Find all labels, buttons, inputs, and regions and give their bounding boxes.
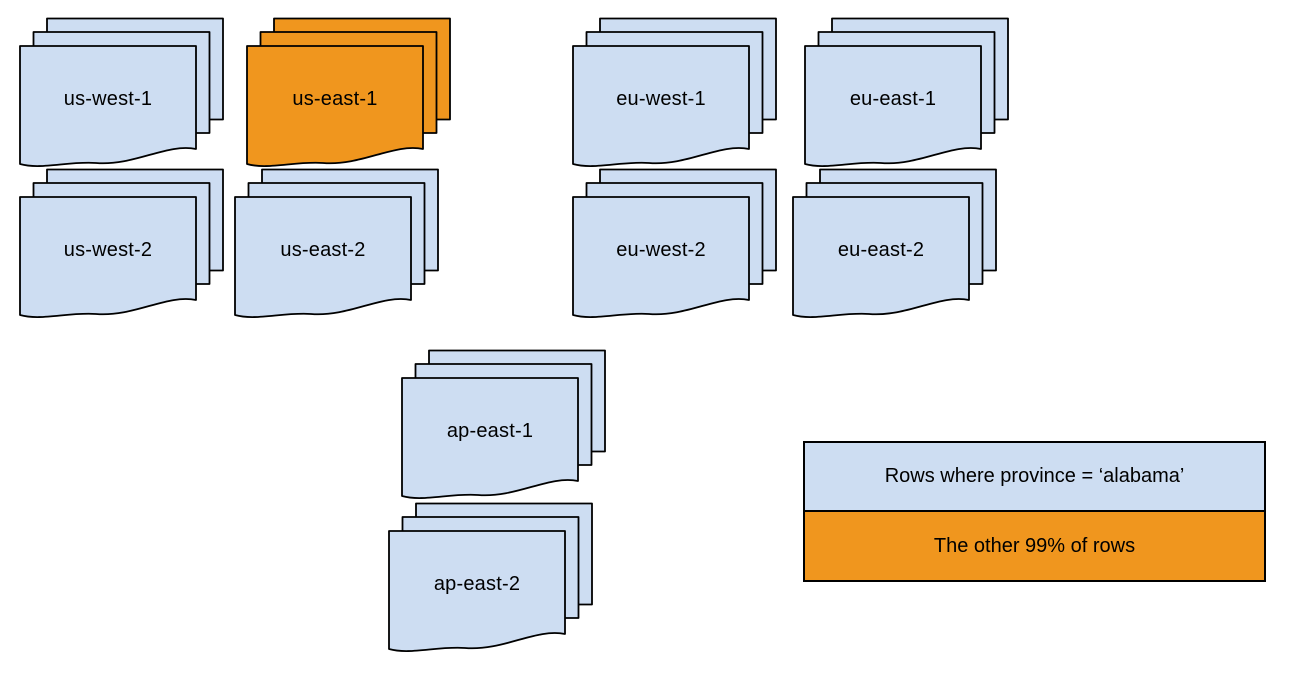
region-label: us-east-2 <box>280 238 366 261</box>
legend-item-alabama-rows: Rows where province = ‘alabama’ <box>805 443 1264 510</box>
region-label: us-west-1 <box>63 87 153 110</box>
region-stack-ap-east-2: ap-east-2 <box>388 502 594 656</box>
region-stack-us-west-2: us-west-2 <box>19 168 225 322</box>
region-stack-us-east-2: us-east-2 <box>234 168 440 322</box>
region-stack-us-east-1: us-east-1 <box>246 17 452 171</box>
region-label: us-east-1 <box>292 87 378 110</box>
region-label: eu-east-1 <box>849 87 937 110</box>
legend-item-other-rows: The other 99% of rows <box>805 510 1264 580</box>
region-stack-eu-east-1: eu-east-1 <box>804 17 1010 171</box>
region-label: ap-east-1 <box>446 419 534 442</box>
region-stack-us-west-1: us-west-1 <box>19 17 225 171</box>
region-label: eu-east-2 <box>837 238 925 261</box>
legend: Rows where province = ‘alabama’ The othe… <box>803 441 1266 582</box>
region-label: eu-west-2 <box>616 238 706 261</box>
region-stack-eu-west-2: eu-west-2 <box>572 168 778 322</box>
region-stack-ap-east-1: ap-east-1 <box>401 349 607 503</box>
region-label: ap-east-2 <box>433 572 521 595</box>
region-stack-eu-east-2: eu-east-2 <box>792 168 998 322</box>
region-label: us-west-2 <box>63 238 153 261</box>
region-stack-eu-west-1: eu-west-1 <box>572 17 778 171</box>
region-label: eu-west-1 <box>616 87 706 110</box>
